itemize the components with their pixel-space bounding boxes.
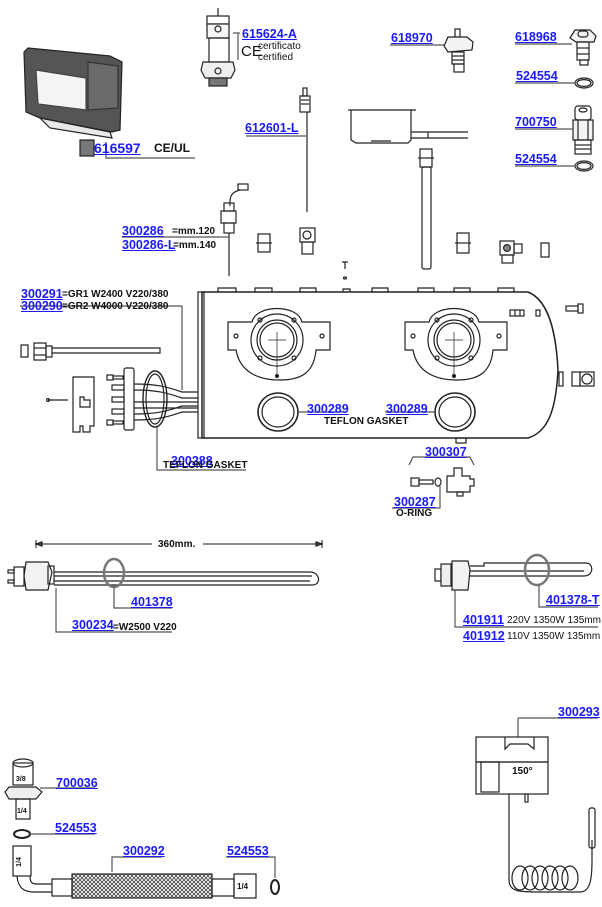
part-300234-note: =W2500 V220 bbox=[113, 622, 177, 633]
probe-300286-drawing bbox=[220, 183, 249, 276]
teflon-gasket-300289-note: TEFLON GASKET bbox=[324, 416, 409, 427]
fitting-700036-drawing bbox=[4, 758, 43, 820]
part-616597-note: CE/UL bbox=[154, 141, 190, 155]
part-615624-a-label[interactable]: 615624-A bbox=[242, 27, 297, 41]
part-401911-label[interactable]: 401911 bbox=[463, 613, 505, 627]
part-612601-l-label[interactable]: 612601-L bbox=[245, 121, 299, 135]
part-401378-label[interactable]: 401378 bbox=[131, 595, 173, 609]
part-300292-label[interactable]: 300292 bbox=[123, 844, 165, 858]
part-401378-t-label[interactable]: 401378-T bbox=[546, 593, 600, 607]
leader-524553-b bbox=[226, 856, 276, 878]
leader-300288 bbox=[156, 427, 246, 471]
part-300289-right-label[interactable]: 300289 bbox=[386, 402, 428, 416]
part-700036-label[interactable]: 700036 bbox=[56, 776, 98, 790]
thread-3-8-label: 3/8 bbox=[16, 776, 26, 783]
certificato-note: certificato bbox=[258, 41, 301, 52]
leader-401378 bbox=[113, 587, 172, 609]
tube-drawing bbox=[418, 148, 434, 270]
heating-element-300234-drawing bbox=[7, 540, 324, 591]
thermostat-temperature: 150° bbox=[512, 766, 533, 777]
leader-401378-t bbox=[538, 585, 598, 608]
certified-note: certified bbox=[258, 52, 294, 63]
boiler-drawing bbox=[197, 287, 595, 444]
part-524553-a-label[interactable]: 524553 bbox=[55, 821, 97, 835]
leader-300292 bbox=[111, 856, 162, 872]
part-300286-l-note: =mm.140 bbox=[173, 240, 217, 251]
tap-300307-drawing bbox=[408, 456, 475, 497]
gasket-524553-a-drawing bbox=[13, 829, 31, 839]
hose-thread-right: 1/4 bbox=[237, 882, 249, 891]
leader-300234 bbox=[55, 588, 172, 633]
part-300287-note: O-RING bbox=[396, 508, 433, 519]
part-300290-note: =GR2 W4000 V220/380 bbox=[62, 301, 169, 312]
level-probe-drawing bbox=[299, 87, 311, 212]
part-300286-l-label[interactable]: 300286-L bbox=[122, 238, 176, 252]
part-300286-note: =mm.120 bbox=[172, 226, 216, 237]
drip-cup-drawing bbox=[348, 109, 468, 144]
hose-300292-drawing bbox=[12, 845, 280, 899]
heating-element-assembly-drawing bbox=[20, 342, 198, 433]
dimension-360mm: 360mm. bbox=[158, 539, 196, 550]
safety-valve-drawing bbox=[200, 8, 236, 87]
hose-thread-left: 1/4 bbox=[15, 857, 23, 867]
leader-300291 bbox=[20, 305, 183, 390]
part-618968-label[interactable]: 618968 bbox=[515, 30, 557, 44]
thermostat-drawing bbox=[475, 717, 598, 893]
thread-1-4-label: 1/4 bbox=[17, 808, 27, 815]
part-300291-note: =GR1 W2400 V220/380 bbox=[62, 289, 169, 300]
part-300287-label[interactable]: 300287 bbox=[394, 495, 436, 509]
part-300234-label[interactable]: 300234 bbox=[72, 618, 114, 632]
small-fittings-drawing bbox=[256, 227, 550, 280]
leader-300287 bbox=[392, 486, 441, 509]
fitting-700750-drawing bbox=[572, 105, 594, 155]
valve-618970-drawing bbox=[443, 28, 474, 73]
pressure-switch-drawing bbox=[23, 47, 123, 157]
heating-element-401911-drawing bbox=[434, 553, 593, 591]
part-616597-label[interactable]: 616597 bbox=[94, 140, 141, 156]
part-300288-label[interactable]: 300288 bbox=[171, 454, 213, 468]
part-300293-label[interactable]: 300293 bbox=[558, 705, 600, 719]
part-524554-a-label[interactable]: 524554 bbox=[516, 69, 558, 83]
part-300290-label[interactable]: 300290 bbox=[21, 299, 63, 313]
part-524554-b-label[interactable]: 524554 bbox=[515, 152, 557, 166]
part-524553-b-label[interactable]: 524553 bbox=[227, 844, 269, 858]
part-300289-left-label[interactable]: 300289 bbox=[307, 402, 349, 416]
part-401911-note: 220V 1350W 135mm bbox=[507, 615, 601, 626]
part-300307-label[interactable]: 300307 bbox=[425, 445, 467, 459]
leader-616597 bbox=[105, 142, 195, 159]
valve-618968-drawing bbox=[569, 29, 597, 66]
part-700750-label[interactable]: 700750 bbox=[515, 115, 557, 129]
part-401912-label[interactable]: 401912 bbox=[463, 629, 505, 643]
part-300291-label[interactable]: 300291 bbox=[21, 287, 63, 301]
leader-401911 bbox=[454, 590, 598, 628]
part-618970-label[interactable]: 618970 bbox=[391, 31, 433, 45]
ce-mark: CE bbox=[241, 43, 262, 60]
part-300288-note: TEFLON GASKET bbox=[163, 460, 248, 471]
part-300286-label[interactable]: 300286 bbox=[122, 224, 164, 238]
part-401912-note: 110V 1350W 135mm bbox=[507, 631, 601, 642]
